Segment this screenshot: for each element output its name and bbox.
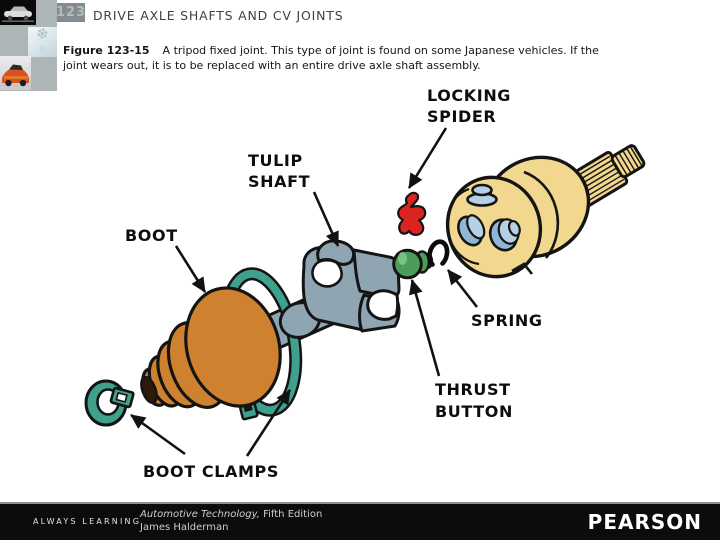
- label-thrust-button-line1: THRUST: [435, 380, 511, 399]
- boot-clamps-arrow-left: [130, 413, 186, 456]
- book-author: James Halderman: [140, 521, 229, 533]
- lower-fork-slot: [366, 289, 400, 321]
- boot-opening: [140, 375, 158, 405]
- label-locking-spider-line2: SPIDER: [427, 107, 496, 126]
- label-thrust-button-line2: BUTTON: [435, 402, 513, 421]
- figure-caption: Figure 123-15 A tripod fixed joint. This …: [63, 43, 688, 73]
- spring-arrow: [446, 269, 479, 308]
- tulip-shaft-illustration: [278, 239, 401, 339]
- label-tulip-shaft-line1: TULIP: [248, 151, 303, 170]
- slide-number: 123: [55, 5, 87, 20]
- snowflake-icon: ❄: [37, 44, 48, 57]
- label-boot-clamps: BOOT CLAMPS: [143, 462, 279, 481]
- small-boot-clamp-illustration: [84, 379, 135, 427]
- boot-illustration: [140, 286, 282, 409]
- book-edition: Fifth Edition: [263, 509, 323, 520]
- classic-car-thumbnail: [0, 0, 36, 25]
- footer-divider: [0, 502, 720, 504]
- caption-line2: joint wears out, it is to be replaced wi…: [63, 59, 481, 72]
- label-boot: BOOT: [125, 226, 178, 245]
- label-tulip-shaft-line2: SHAFT: [248, 172, 310, 191]
- classic-car-image: [0, 0, 36, 25]
- book-title: Automotive Technology,: [140, 509, 260, 520]
- locking-spider-illustration: [397, 191, 427, 236]
- snowflake-icon: ❄: [34, 27, 51, 45]
- label-spring: SPRING: [471, 311, 543, 330]
- tripod-roller-left: [457, 214, 486, 247]
- caption-line1: A tripod fixed joint. This type of joint…: [162, 44, 599, 57]
- fork-hook: [316, 239, 356, 266]
- book-credits: Automotive Technology, Fifth Edition Jam…: [140, 509, 322, 534]
- boot-arrow: [174, 245, 207, 293]
- sidebar-thumbnail-strip: ❄ ❄: [0, 0, 57, 91]
- tulip-shaft-arrow: [312, 191, 340, 247]
- slide-title: DRIVE AXLE SHAFTS AND CV JOINTS: [93, 8, 344, 23]
- boot-clamps-arrow-right: [245, 389, 292, 457]
- thrust-button-illustration: [392, 248, 434, 280]
- tripod-roller-top: [466, 183, 498, 207]
- figure-label: Figure 123-15: [63, 44, 150, 57]
- spring-illustration: [427, 239, 450, 267]
- cv-joint-housing-illustration: [445, 144, 646, 279]
- snowflake-thumbnail: ❄ ❄: [28, 27, 57, 57]
- thrust-button-arrow: [409, 279, 441, 377]
- always-learning-tagline: ALWAYS LEARNING: [33, 517, 142, 526]
- sports-car-thumbnail: [0, 56, 31, 90]
- locking-spider-arrow: [407, 127, 448, 189]
- footer-bar: ALWAYS LEARNING Automotive Technology, F…: [0, 504, 720, 540]
- label-locking-spider-line1: LOCKING: [427, 86, 511, 105]
- slide-number-badge: 123: [55, 3, 87, 22]
- sports-car-image: [0, 64, 31, 90]
- tripod-roller-right: [488, 218, 521, 252]
- pearson-logo: PEARSON: [587, 510, 702, 534]
